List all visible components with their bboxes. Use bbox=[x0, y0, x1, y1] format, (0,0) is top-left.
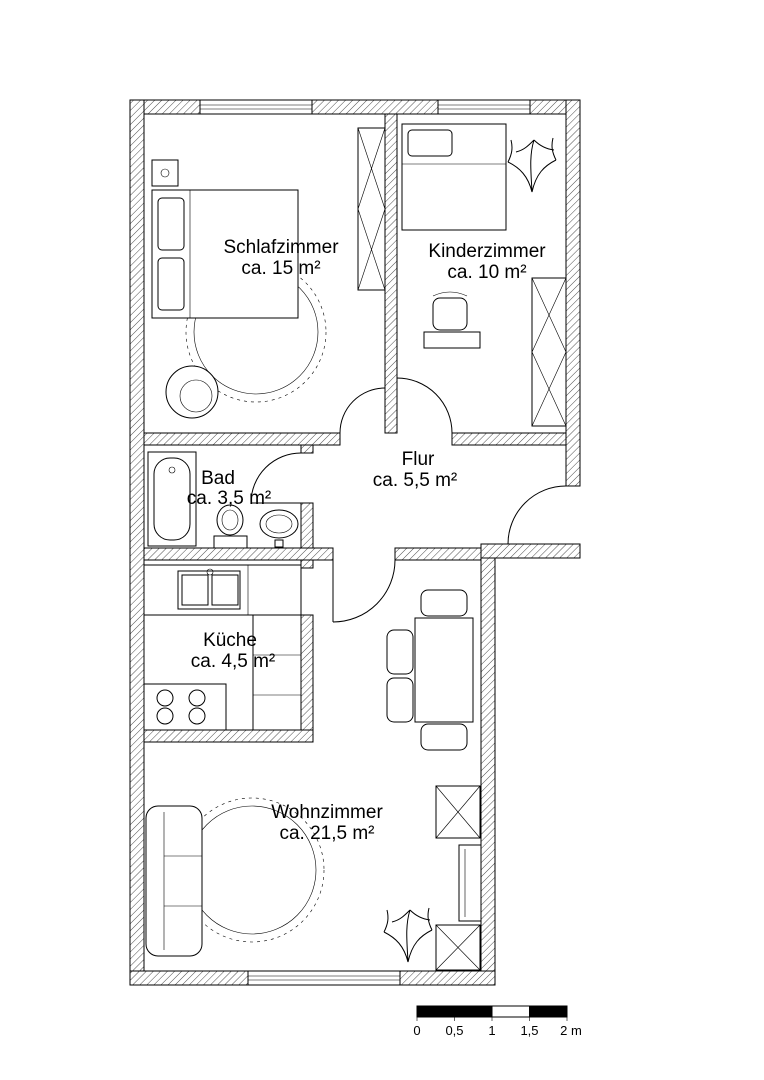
window-schlafzimmer bbox=[199, 99, 313, 115]
wall-kueche-east bbox=[300, 614, 314, 731]
wall-divider-bedrooms bbox=[384, 113, 398, 434]
double-bed-icon bbox=[151, 189, 299, 319]
room-name: Kinderzimmer bbox=[428, 241, 546, 262]
desk-icon bbox=[423, 331, 481, 349]
wall-bad-east-stub bbox=[300, 444, 314, 454]
window-wohnzimmer bbox=[247, 970, 401, 986]
shelf-icon bbox=[435, 785, 481, 839]
wohnzimmer-furniture bbox=[145, 589, 482, 971]
room-label-schlafzimmer: Schlafzimmer ca. 15 m² bbox=[223, 237, 339, 279]
room-name: Bad bbox=[201, 468, 235, 489]
scale-label-2m: 2 m bbox=[560, 1023, 582, 1038]
wall-flur-north-left bbox=[143, 432, 341, 446]
bathtub-icon bbox=[147, 451, 197, 547]
scale-segment bbox=[416, 1005, 455, 1018]
room-area: ca. 10 m² bbox=[447, 262, 526, 283]
room-area: ca. 5,5 m² bbox=[373, 470, 457, 491]
scale-label-15: 1,5 bbox=[520, 1023, 538, 1038]
walls bbox=[129, 99, 581, 986]
wall-kueche-south bbox=[143, 729, 314, 743]
kitchen-sink-icon bbox=[177, 568, 241, 610]
schlafzimmer-furniture bbox=[151, 127, 386, 419]
scale-label-05: 0,5 bbox=[445, 1023, 463, 1038]
room-label-flur: Flur ca. 5,5 m² bbox=[373, 449, 457, 491]
wall-left bbox=[129, 99, 145, 986]
scale-segment bbox=[491, 1005, 530, 1018]
door-schlafzimmer bbox=[339, 387, 386, 434]
door-kinderzimmer bbox=[396, 377, 453, 434]
wall-right-upper bbox=[565, 99, 581, 487]
sideboard-icon bbox=[458, 844, 482, 922]
desk-chair-icon bbox=[432, 291, 468, 331]
windows bbox=[199, 99, 531, 986]
wall-bad-south bbox=[143, 547, 334, 561]
room-name: Schlafzimmer bbox=[223, 237, 339, 258]
plant-icon bbox=[383, 907, 433, 963]
room-label-wohnzimmer: Wohnzimmer ca. 21,5 m² bbox=[271, 802, 383, 844]
bad-furniture bbox=[147, 451, 299, 549]
nightstand-icon bbox=[151, 159, 179, 187]
room-labels: Schlafzimmer ca. 15 m² Kinderzimmer ca. … bbox=[187, 237, 547, 844]
room-label-kueche: Küche ca. 4,5 m² bbox=[191, 630, 275, 672]
shelf-icon-bottom bbox=[435, 924, 481, 971]
single-bed-icon bbox=[401, 123, 507, 231]
scale-bar: 0 0,5 1 1,5 2 m bbox=[413, 1005, 582, 1038]
room-area: ca. 15 m² bbox=[241, 258, 320, 279]
room-area: ca. 21,5 m² bbox=[279, 823, 374, 844]
wall-bad-east bbox=[300, 502, 314, 549]
scale-label-0: 0 bbox=[413, 1023, 420, 1038]
armchair-icon bbox=[165, 365, 219, 419]
wall-kueche-east-stub bbox=[300, 559, 314, 569]
stove-icon bbox=[143, 683, 227, 731]
door-entrance bbox=[507, 485, 567, 545]
wall-step bbox=[480, 543, 581, 559]
sofa-icon bbox=[145, 805, 203, 957]
window-kinderzimmer bbox=[437, 99, 531, 115]
wall-flur-south-right bbox=[394, 547, 482, 561]
door-bad bbox=[250, 452, 302, 504]
kinderzimmer-furniture bbox=[401, 123, 567, 427]
door-wohnzimmer bbox=[332, 559, 396, 623]
room-label-bad: Bad ca. 3,5 m² bbox=[187, 468, 271, 509]
plant-icon bbox=[507, 137, 557, 193]
wall-flur-north-right bbox=[451, 432, 567, 446]
sink-icon bbox=[259, 509, 299, 548]
room-name: Flur bbox=[402, 449, 435, 470]
kueche-furniture bbox=[143, 564, 302, 731]
room-area: ca. 4,5 m² bbox=[191, 651, 275, 672]
wall-right-lower bbox=[480, 557, 496, 986]
toilet-icon bbox=[213, 504, 248, 549]
room-label-kinderzimmer: Kinderzimmer ca. 10 m² bbox=[428, 241, 546, 283]
room-name: Wohnzimmer bbox=[271, 802, 383, 823]
scale-label-1: 1 bbox=[488, 1023, 495, 1038]
wardrobe-icon bbox=[531, 277, 567, 427]
wardrobe-icon bbox=[357, 127, 386, 291]
scale-segment bbox=[529, 1005, 568, 1018]
room-name: Küche bbox=[203, 630, 257, 651]
scale-segment bbox=[454, 1005, 493, 1018]
kitchen-counter-icon bbox=[143, 564, 302, 731]
room-area: ca. 3,5 m² bbox=[187, 488, 271, 509]
dining-table-icon bbox=[386, 589, 474, 751]
